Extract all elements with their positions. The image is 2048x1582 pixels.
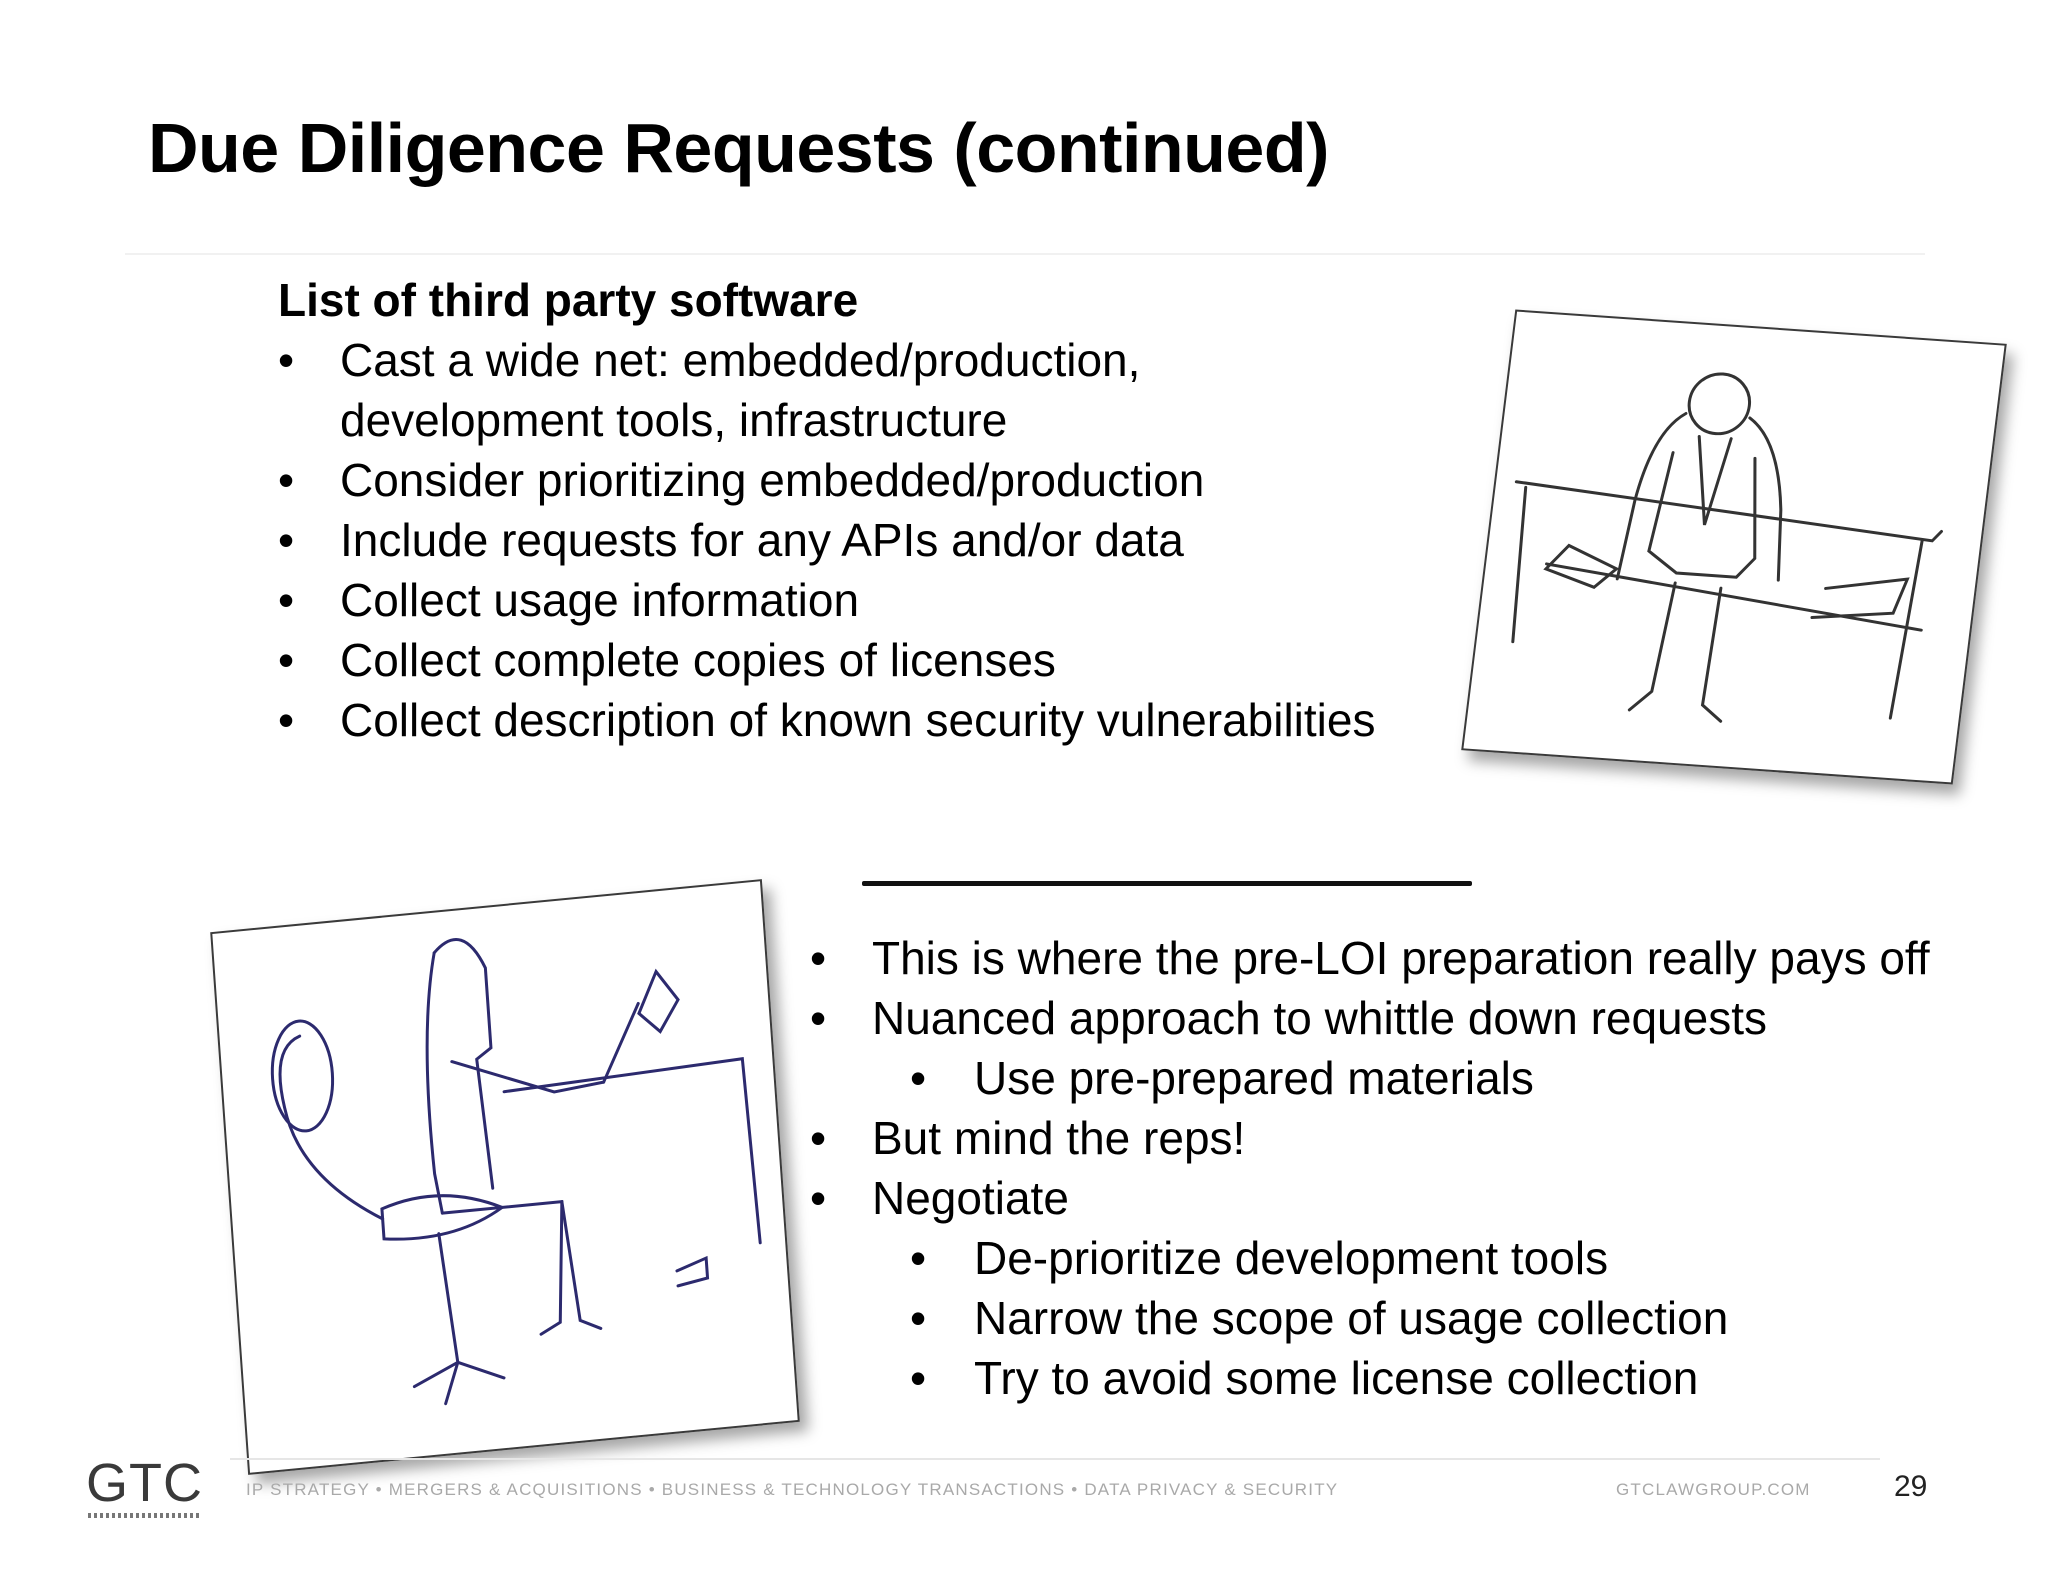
third-party-software-section: List of third party software Cast a wide… [278,270,1398,750]
slide-title: Due Diligence Requests (continued) [148,109,1329,187]
bullet-list: Cast a wide net: embedded/production, de… [278,330,1398,750]
footer-website: GTCLAWGROUP.COM [1616,1480,1811,1499]
logo-underline [88,1513,200,1518]
list-item-text: Negotiate [872,1172,1069,1224]
list-item: Include requests for any APIs and/or dat… [278,510,1398,570]
sketch-woman-at-laptop [210,879,800,1475]
sub-list-item: De-prioritize development tools [910,1228,1990,1288]
list-item: Collect usage information [278,570,1398,630]
sub-list-item: Try to avoid some license collection [910,1348,1990,1408]
list-item: Collect complete copies of licenses [278,630,1398,690]
section-heading: List of third party software [278,274,859,326]
sub-bullet-list: De-prioritize development tools Narrow t… [872,1228,1990,1408]
sub-list-item: Narrow the scope of usage collection [910,1288,1990,1348]
section-divider [862,881,1472,886]
sub-bullet-list: Use pre-prepared materials [872,1048,1990,1108]
gtc-logo: GTC [86,1453,203,1513]
list-item: Consider prioritizing embedded/productio… [278,450,1398,510]
footer-tagline: IP STRATEGY • MERGERS & ACQUISITIONS • B… [246,1480,1339,1499]
list-item: Nuanced approach to whittle down request… [810,988,1990,1108]
list-item-text: Nuanced approach to whittle down request… [872,992,1768,1044]
footer-divider [230,1458,1880,1460]
bullet-list: This is where the pre-LOI preparation re… [810,928,1990,1408]
preparation-notes-section: This is where the pre-LOI preparation re… [810,928,1990,1408]
page-number: 29 [1894,1470,1928,1503]
list-item: Cast a wide net: embedded/production, de… [278,330,1398,450]
title-divider [125,253,1925,255]
list-item: Negotiate De-prioritize development tool… [810,1168,1990,1408]
sub-list-item: Use pre-prepared materials [910,1048,1990,1108]
list-item: But mind the reps! [810,1108,1990,1168]
list-item: Collect description of known security vu… [278,690,1398,750]
list-item: This is where the pre-LOI preparation re… [810,928,1990,988]
sketch-man-at-desk [1461,309,2007,785]
